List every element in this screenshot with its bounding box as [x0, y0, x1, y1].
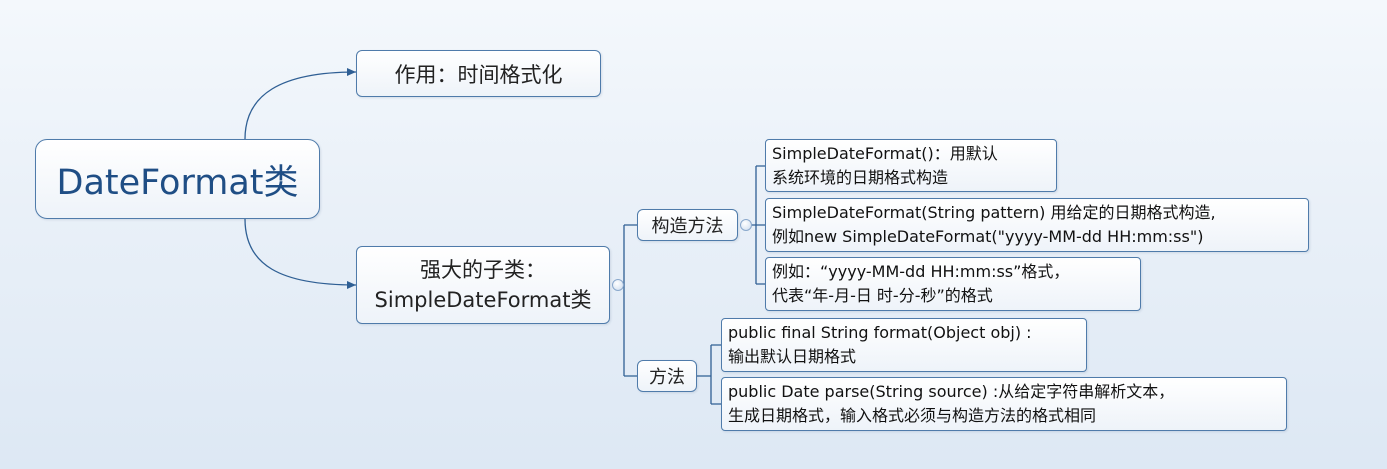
constructor-item-line1: SimpleDateFormat()：用默认: [772, 144, 998, 163]
subclass-line2: SimpleDateFormat类: [374, 288, 592, 312]
constructor-item-line2: 例如new SimpleDateFormat("yyyy-MM-dd HH:mm…: [772, 227, 1204, 246]
connector-subclass-branches: [618, 224, 637, 377]
constructor-item-line1: SimpleDateFormat(String pattern) 用给定的日期格…: [772, 203, 1216, 222]
methods-node[interactable]: 方法: [637, 360, 697, 392]
subclass-node[interactable]: 强大的子类： SimpleDateFormat类: [356, 246, 610, 324]
method-item-line1: public Date parse(String source) :从给定字符串…: [728, 382, 1175, 401]
arrowhead-subclass: [347, 281, 356, 289]
collapse-toggle-subclass[interactable]: [612, 279, 624, 291]
connector-method-leaves: [697, 344, 721, 405]
constructor-item-example[interactable]: 例如：“yyyy-MM-dd HH:mm:ss”格式， 代表“年-月-日 时-分…: [765, 257, 1141, 311]
constructor-item-line1: 例如：“yyyy-MM-dd HH:mm:ss”格式，: [772, 262, 1070, 281]
collapse-toggle-constructors[interactable]: [740, 219, 752, 231]
constructor-item-default[interactable]: SimpleDateFormat()：用默认 系统环境的日期格式构造: [765, 139, 1057, 192]
constructors-node[interactable]: 构造方法: [637, 209, 738, 241]
connector-root-purpose: [244, 71, 357, 140]
subclass-line1: 强大的子类：: [420, 258, 546, 282]
root-label: DateFormat类: [56, 162, 299, 203]
method-item-line2: 生成日期格式，输入格式必须与构造方法的格式相同: [728, 406, 1097, 425]
root-node[interactable]: DateFormat类: [35, 139, 320, 219]
constructor-item-line2: 系统环境的日期格式构造: [772, 168, 949, 187]
method-item-format[interactable]: public final String format(Object obj) :…: [721, 318, 1087, 372]
purpose-label: 作用：时间格式化: [394, 62, 563, 87]
purpose-node[interactable]: 作用：时间格式化: [356, 50, 601, 97]
constructors-label: 构造方法: [651, 216, 724, 237]
constructor-item-line2: 代表“年-月-日 时-分-秒”的格式: [772, 286, 993, 305]
method-item-parse[interactable]: public Date parse(String source) :从给定字符串…: [721, 377, 1287, 431]
connector-root-subclass: [244, 218, 357, 286]
constructor-item-pattern[interactable]: SimpleDateFormat(String pattern) 用给定的日期格…: [765, 198, 1309, 252]
methods-label: 方法: [649, 367, 685, 388]
method-item-line1: public final String format(Object obj) :: [728, 323, 1032, 342]
arrowhead-purpose: [347, 68, 356, 76]
method-item-line2: 输出默认日期格式: [728, 347, 857, 366]
